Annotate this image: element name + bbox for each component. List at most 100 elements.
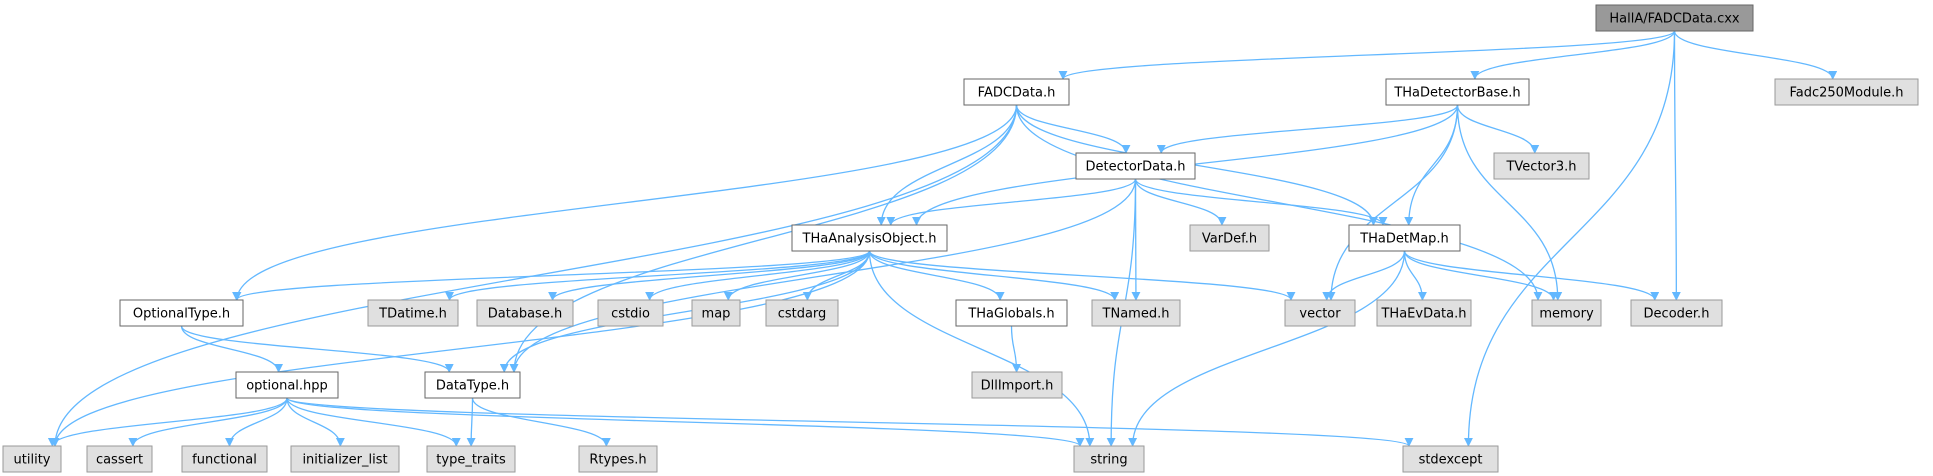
- edge-detectordata_h-to-thadetmap_h: [1134, 178, 1388, 226]
- edge-thaanalysisobject_h-to-tnamed_h: [868, 250, 1120, 301]
- node-datatype-h[interactable]: DataType.h: [424, 371, 521, 399]
- node-box: [963, 78, 1070, 106]
- node-box: [955, 299, 1068, 327]
- node-tnamed-h: TNamed.h: [1091, 299, 1181, 327]
- node-label: vector: [1299, 307, 1341, 322]
- node-box: [367, 299, 459, 327]
- edge-thadetmap_h-to-memory: [1403, 250, 1558, 301]
- node-box: [1385, 78, 1530, 106]
- node-label: TNamed.h: [1102, 307, 1170, 322]
- node-label: cassert: [96, 453, 143, 468]
- node-box: [1284, 299, 1356, 327]
- node-box: [426, 445, 516, 473]
- node-box: [1531, 299, 1602, 327]
- node-box: [1075, 152, 1196, 180]
- edge-thadetectorbase_h-to-vector: [1326, 104, 1459, 301]
- node-box: [119, 299, 244, 327]
- node-box: [424, 371, 521, 399]
- node-label: map: [702, 307, 731, 322]
- node-box: [971, 371, 1063, 399]
- node-thaevdata-h: THaEvData.h: [1376, 299, 1472, 327]
- node-decoder-h: Decoder.h: [1630, 299, 1723, 327]
- node-box: [1073, 445, 1145, 473]
- node-box: [1595, 4, 1754, 32]
- node-thadetectorbase-h[interactable]: THaDetectorBase.h: [1385, 78, 1530, 106]
- node-cstdarg: cstdarg: [765, 299, 839, 327]
- node-label: THaAnalysisObject.h: [802, 232, 937, 247]
- node-label: Rtypes.h: [589, 453, 646, 468]
- edge-thaanalysisobject_h-to-vector: [868, 250, 1296, 301]
- node-map: map: [691, 299, 741, 327]
- node-box: [1402, 445, 1499, 473]
- node-initializer-list: initializer_list: [290, 445, 400, 473]
- node-box: [235, 371, 339, 399]
- edge-thadetectorbase_h-to-thadetmap_h: [1404, 104, 1459, 226]
- node-vector: vector: [1284, 299, 1356, 327]
- edge-thadetectorbase_h-to-memory: [1456, 104, 1563, 301]
- edge-root-to-stdexcept: [1463, 30, 1676, 447]
- node-string: string: [1073, 445, 1145, 473]
- node-box: [1348, 224, 1461, 252]
- edge-root-to-decoder_h: [1671, 30, 1681, 301]
- edge-fadcdata_h-to-optionaltype_h: [232, 104, 1018, 301]
- edge-thadetectorbase_h-to-tvector3_h: [1456, 104, 1540, 154]
- node-label: optional.hpp: [246, 379, 328, 394]
- node-box: [1189, 224, 1270, 252]
- node-label: DllImport.h: [981, 379, 1054, 394]
- edge-thadetmap_h-to-vector: [1322, 250, 1406, 301]
- node-detectordata-h[interactable]: DetectorData.h: [1075, 152, 1196, 180]
- edge-fadcdata_h-to-detectordata_h: [1015, 104, 1131, 154]
- edge-detectordata_h-to-vardef_h: [1134, 178, 1227, 226]
- node-optionaltype-h[interactable]: OptionalType.h: [119, 299, 244, 327]
- edge-root-to-thadetectorbase_h: [1470, 30, 1676, 80]
- edge-fadcdata_h-to-memory: [1015, 104, 1543, 301]
- edge-detectordata_h-to-thaanalysisobject_h: [886, 178, 1137, 226]
- edge-thaanalysisobject_h-to-datatype_h: [499, 250, 871, 373]
- edge-optional_hpp-to-type_traits: [286, 397, 461, 447]
- edge-fadcdata_h-to-thaanalysisobject_h: [876, 104, 1018, 226]
- node-box: [578, 445, 658, 473]
- node-box: [86, 445, 153, 473]
- node-label: stdexcept: [1419, 453, 1483, 468]
- node-optional-hpp[interactable]: optional.hpp: [235, 371, 339, 399]
- edge-thaanalysisobject_h-to-optionaltype_h: [232, 250, 871, 301]
- node-type-traits: type_traits: [426, 445, 516, 473]
- node-label: Decoder.h: [1644, 307, 1710, 322]
- node-label: string: [1090, 453, 1127, 468]
- node-utility: utility: [2, 445, 62, 473]
- node-label: cstdarg: [778, 307, 827, 322]
- node-label: utility: [14, 453, 51, 468]
- node-box: [597, 299, 664, 327]
- edge-optional_hpp-to-functional: [225, 397, 288, 447]
- node-thadetmap-h[interactable]: THaDetMap.h: [1348, 224, 1461, 252]
- node-cassert: cassert: [86, 445, 153, 473]
- node-fadcdata-h[interactable]: FADCData.h: [963, 78, 1070, 106]
- node-root[interactable]: HallA/FADCData.cxx: [1595, 4, 1754, 32]
- node-thaglobals-h[interactable]: THaGlobals.h: [955, 299, 1068, 327]
- node-label: Database.h: [488, 307, 562, 322]
- node-box: [1493, 152, 1590, 180]
- node-label: functional: [192, 453, 257, 468]
- node-tvector3-h: TVector3.h: [1493, 152, 1590, 180]
- edge-optional_hpp-to-stdexcept: [286, 397, 1414, 447]
- edge-thaglobals_h-to-dllimport_h: [1010, 325, 1022, 373]
- node-box: [2, 445, 62, 473]
- node-label: THaGlobals.h: [967, 307, 1054, 322]
- node-label: FADCData.h: [978, 86, 1056, 101]
- edge-thaanalysisobject_h-to-database_h: [548, 250, 871, 301]
- edge-thaanalysisobject_h-to-cstdio: [645, 250, 871, 301]
- edge-optional_hpp-to-string: [286, 397, 1085, 447]
- node-label: cstdio: [611, 307, 650, 322]
- node-label: THaEvData.h: [1380, 307, 1466, 322]
- node-thaanalysisobject-h[interactable]: THaAnalysisObject.h: [791, 224, 948, 252]
- node-dllimport-h: DllImport.h: [971, 371, 1063, 399]
- node-functional: functional: [181, 445, 268, 473]
- node-label: THaDetMap.h: [1359, 232, 1449, 247]
- node-box: [1630, 299, 1723, 327]
- edge-detectordata_h-to-datatype_h: [509, 178, 1137, 373]
- node-box: [1091, 299, 1181, 327]
- node-box: [290, 445, 400, 473]
- node-label: initializer_list: [302, 453, 387, 468]
